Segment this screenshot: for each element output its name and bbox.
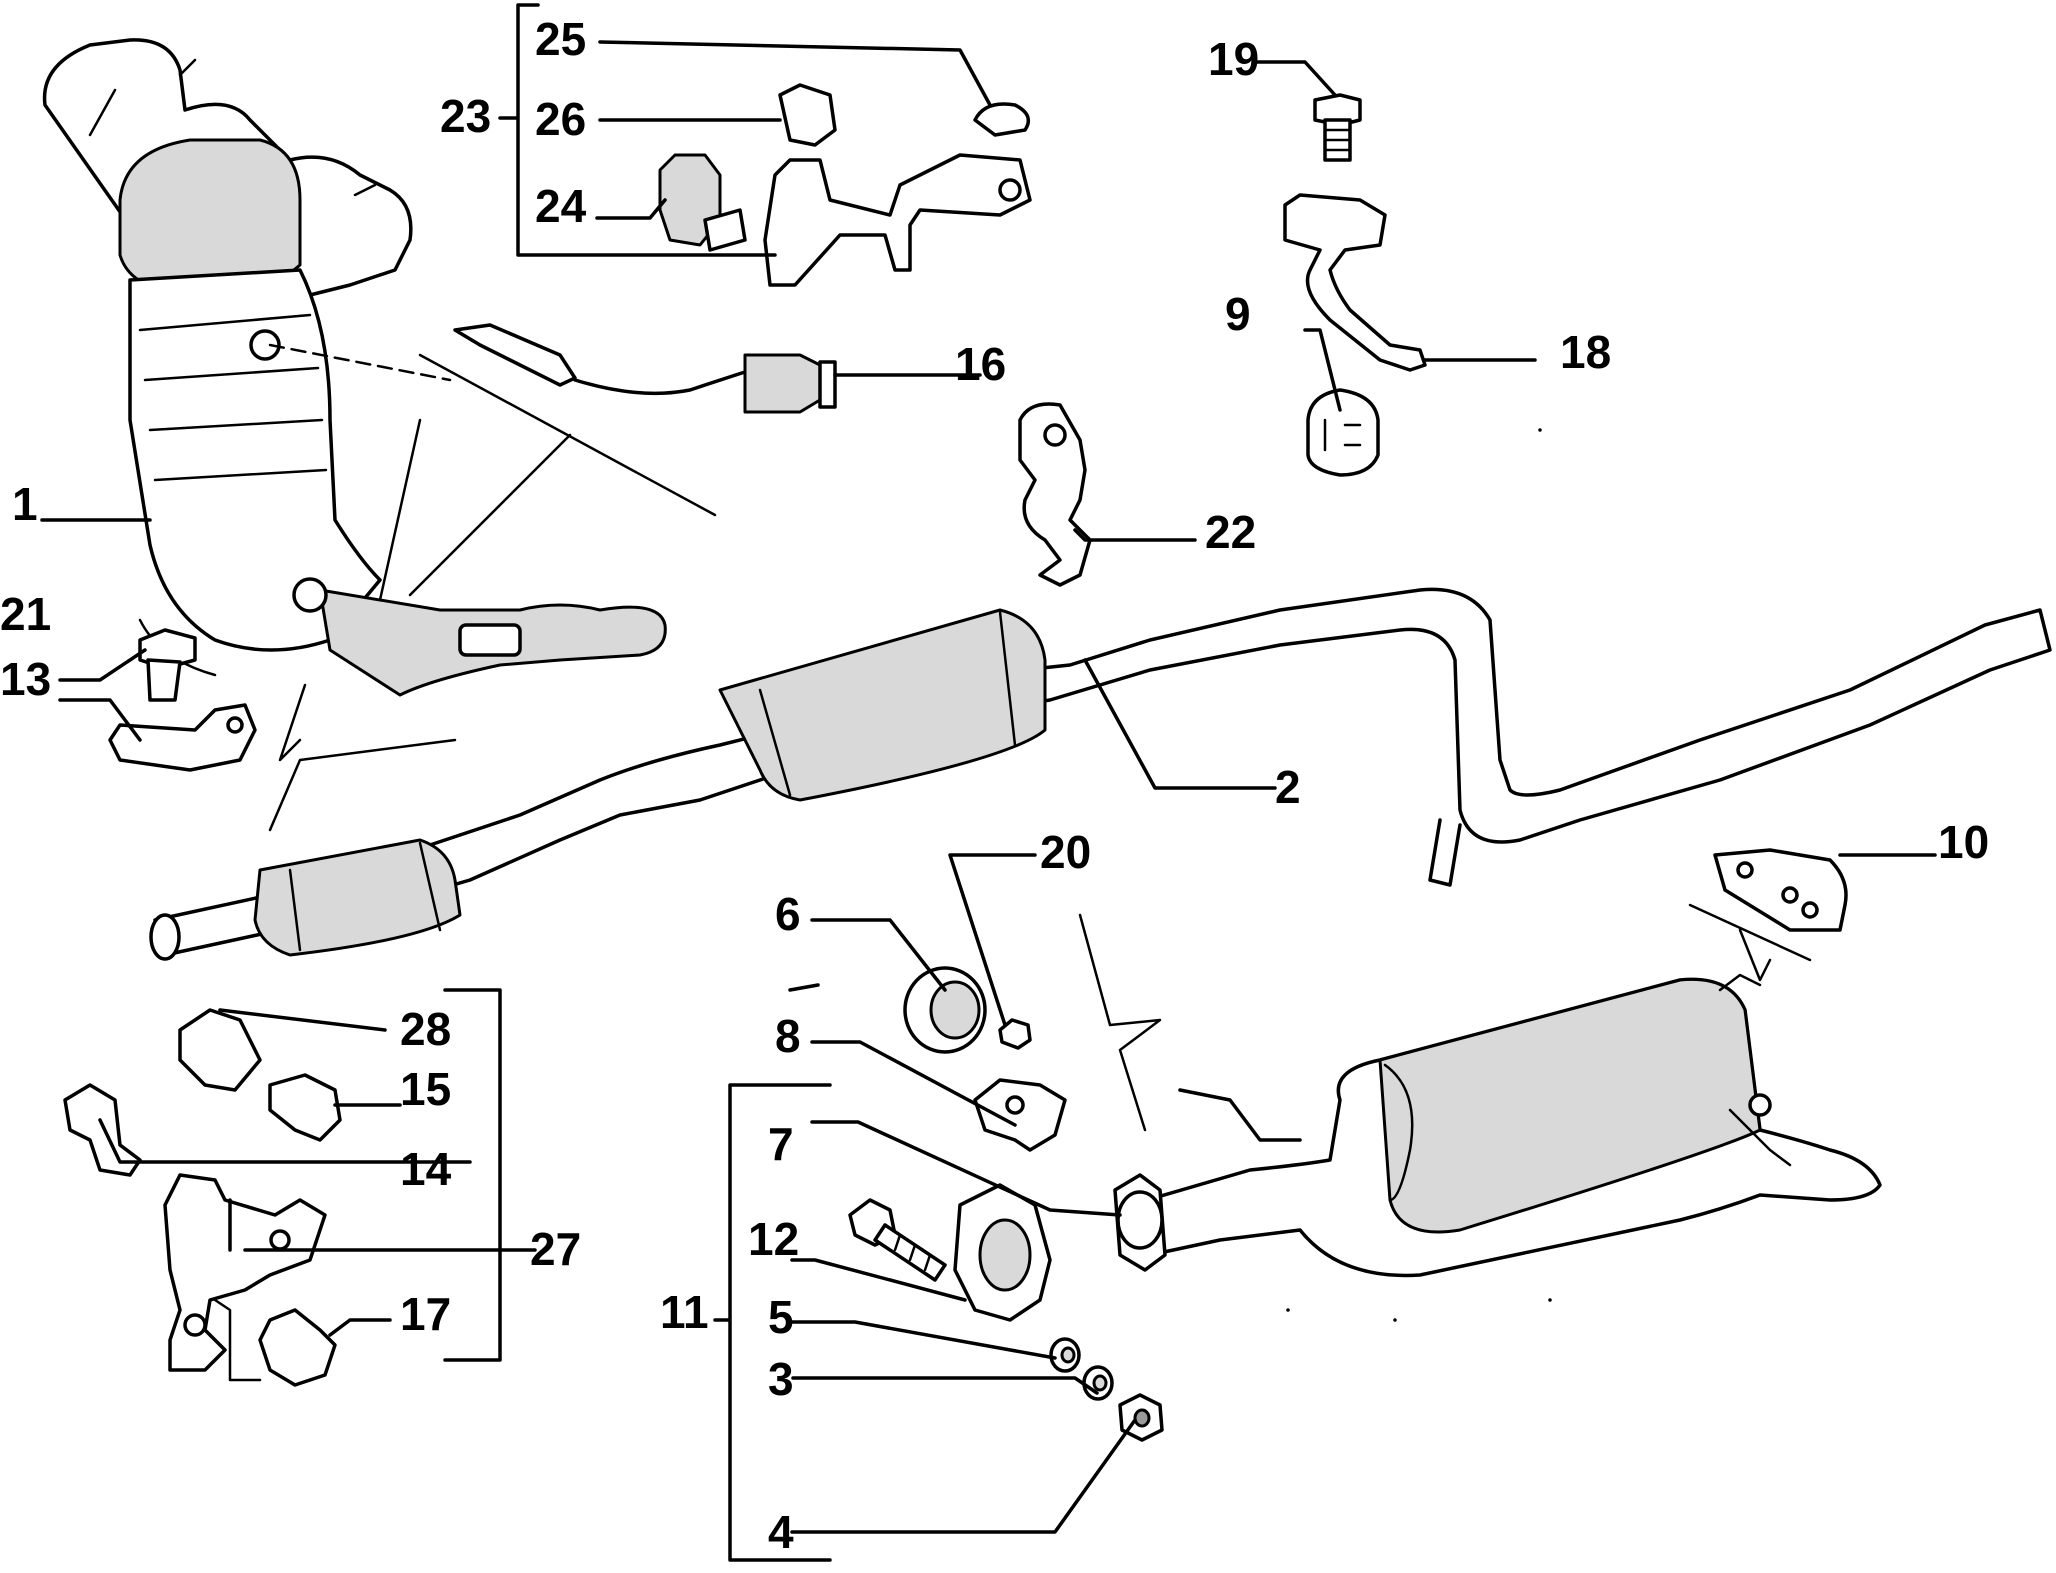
label-7: 7 bbox=[768, 1118, 794, 1170]
clamp-15 bbox=[268, 1073, 342, 1142]
bolt-7 bbox=[848, 1198, 947, 1282]
leader-lines bbox=[40, 40, 1937, 1534]
exhaust-manifold-catalytic-converter bbox=[42, 38, 667, 697]
label-9: 9 bbox=[1225, 288, 1251, 340]
label-16: 16 bbox=[955, 338, 1006, 390]
clip-26 bbox=[778, 83, 837, 147]
label-10: 10 bbox=[1938, 816, 1989, 868]
clamp-17 bbox=[258, 1308, 337, 1387]
clamp-14 bbox=[63, 1083, 142, 1177]
bolt-19 bbox=[1313, 93, 1362, 162]
label-14: 14 bbox=[400, 1143, 452, 1195]
label-25: 25 bbox=[535, 13, 586, 65]
label-15: 15 bbox=[400, 1063, 451, 1115]
bracket-27 bbox=[163, 1173, 327, 1372]
bracket-13 bbox=[108, 703, 257, 772]
bracket-line-27 bbox=[443, 988, 502, 1362]
screw-21 bbox=[138, 628, 197, 702]
label-24: 24 bbox=[535, 180, 587, 232]
label-6: 6 bbox=[775, 888, 801, 940]
label-3: 3 bbox=[768, 1353, 794, 1405]
lambda-oxygen-sensor bbox=[453, 323, 837, 414]
label-2: 2 bbox=[1275, 761, 1301, 813]
label-11: 11 bbox=[660, 1286, 709, 1338]
label-12: 12 bbox=[748, 1213, 799, 1265]
washer-5 bbox=[1049, 1337, 1081, 1373]
label-26: 26 bbox=[535, 93, 586, 145]
part-number-labels: 1 2 3 4 5 6 7 8 9 10 11 12 13 14 15 16 1… bbox=[0, 13, 1989, 1558]
label-23: 23 bbox=[440, 90, 491, 142]
label-4: 4 bbox=[768, 1506, 794, 1558]
nut-20 bbox=[998, 1018, 1032, 1050]
front-pipe-central-silencer bbox=[149, 587, 2052, 961]
label-19: 19 bbox=[1208, 33, 1259, 85]
label-5: 5 bbox=[768, 1291, 794, 1343]
gasket-12 bbox=[953, 1183, 1052, 1322]
bracket-23 bbox=[763, 153, 1032, 287]
rubber-25 bbox=[973, 102, 1031, 137]
bracket-line-23 bbox=[498, 3, 777, 257]
bracket-18 bbox=[1283, 193, 1427, 372]
label-28: 28 bbox=[400, 1003, 451, 1055]
label-18: 18 bbox=[1560, 326, 1611, 378]
label-27: 27 bbox=[530, 1223, 581, 1275]
rubber-ring-6 bbox=[903, 966, 987, 1054]
rear-silencer bbox=[1113, 973, 1882, 1278]
clamp-28 bbox=[178, 1008, 262, 1092]
rubber-hanger-10 bbox=[1688, 848, 1848, 982]
label-21: 21 bbox=[0, 588, 51, 640]
label-8: 8 bbox=[775, 1010, 801, 1062]
label-20: 20 bbox=[1040, 826, 1091, 878]
label-22: 22 bbox=[1205, 506, 1256, 558]
sensor-24 bbox=[658, 153, 747, 252]
label-1: 1 bbox=[12, 478, 38, 530]
label-13: 13 bbox=[0, 653, 51, 705]
label-17: 17 bbox=[400, 1288, 451, 1340]
rubber-mount-9 bbox=[1306, 388, 1380, 477]
bracket-8 bbox=[973, 1078, 1067, 1152]
clamp-22 bbox=[1018, 402, 1092, 587]
bracket-line-11 bbox=[713, 1083, 832, 1562]
